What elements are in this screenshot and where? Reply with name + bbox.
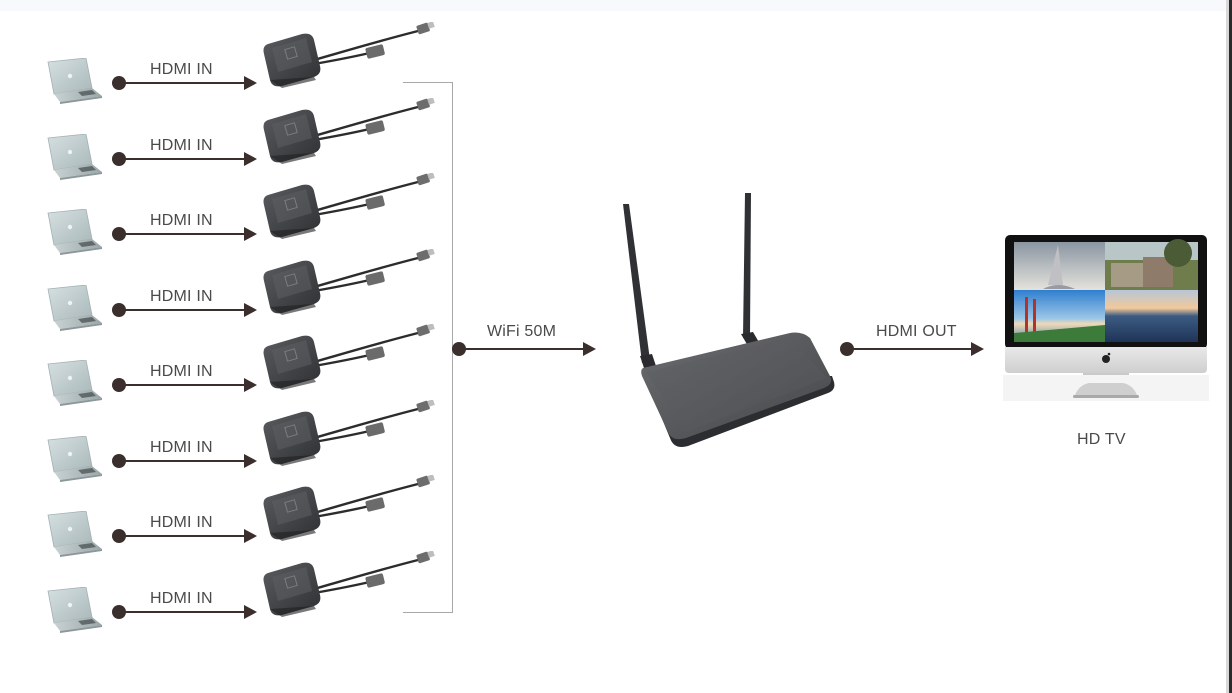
group-bracket-bottom: [403, 612, 453, 613]
right-edge-shadow: [1226, 0, 1229, 693]
laptop-icon: [47, 587, 103, 634]
arrow-origin-dot: [112, 454, 126, 468]
wireless-dongle-icon: [262, 551, 436, 619]
wireless-dongle-icon: [262, 324, 436, 392]
arrow-line: [120, 460, 245, 462]
wireless-dongle-icon: [262, 475, 436, 543]
wireless-dongle-icon: [262, 173, 436, 241]
arrow-head-icon: [244, 378, 257, 392]
arrow-head-icon: [244, 454, 257, 468]
hd-tv-monitor-icon: [1003, 235, 1209, 401]
arrow-head-icon: [244, 303, 257, 317]
group-bracket-top: [403, 82, 453, 83]
wireless-dongle-icon: [262, 400, 436, 468]
wireless-dongle-icon: [262, 249, 436, 317]
arrow-line: [120, 82, 245, 84]
source-row-5: HDMI IN: [0, 324, 450, 425]
arrow-line: [120, 384, 245, 386]
hdmi-in-label: HDMI IN: [150, 288, 213, 305]
arrow-origin-dot: [112, 378, 126, 392]
wireless-dongle-icon: [262, 22, 436, 90]
arrow-line: [120, 233, 245, 235]
arrow-origin-dot: [112, 76, 126, 90]
arrow-head-icon: [244, 151, 257, 166]
wifi-arrow-head-icon: [583, 342, 596, 356]
wifi-arrow-line: [460, 348, 584, 350]
source-row-3: HDMI IN: [0, 173, 450, 274]
source-row-1: HDMI IN: [0, 22, 450, 123]
arrow-origin-dot: [112, 303, 126, 317]
laptop-icon: [47, 58, 103, 105]
source-row-6: HDMI IN: [0, 400, 450, 501]
source-row-8: HDMI IN: [0, 551, 450, 652]
hdmi-out-origin-dot: [840, 342, 854, 356]
arrow-line: [120, 611, 245, 613]
arrow-head-icon: [244, 529, 257, 543]
screen-quadrant-4: [1105, 290, 1198, 342]
arrow-origin-dot: [112, 605, 126, 619]
hdmi-in-label: HDMI IN: [150, 61, 213, 78]
hdmi-in-label: HDMI IN: [150, 514, 213, 531]
arrow-head-icon: [244, 227, 257, 241]
arrow-origin-dot: [112, 151, 126, 166]
hd-tv-label: HD TV: [1077, 431, 1126, 448]
laptop-icon: [47, 360, 103, 407]
laptop-icon: [47, 436, 103, 483]
hdmi-out-arrow-line: [848, 348, 972, 350]
arrow-origin-dot: [112, 529, 126, 543]
wifi-link-label: WiFi 50M: [487, 323, 557, 340]
wifi-origin-dot: [452, 342, 466, 356]
arrow-head-icon: [244, 76, 257, 90]
laptop-icon: [47, 511, 103, 558]
hdmi-out-arrow-head-icon: [971, 342, 984, 356]
top-band: [0, 0, 1232, 11]
source-row-2: HDMI IN: [0, 97, 450, 199]
hdmi-in-label: HDMI IN: [150, 363, 213, 380]
arrow-line: [120, 535, 245, 537]
arrow-head-icon: [244, 605, 257, 619]
source-row-7: HDMI IN: [0, 475, 450, 576]
hdmi-in-label: HDMI IN: [150, 136, 213, 154]
laptop-icon: [47, 285, 103, 332]
laptop-icon: [47, 209, 103, 256]
right-edge-border: [1229, 0, 1232, 693]
arrow-origin-dot: [112, 227, 126, 241]
hdmi-in-label: HDMI IN: [150, 590, 213, 607]
hdmi-in-label: HDMI IN: [150, 212, 213, 229]
laptop-icon: [47, 133, 103, 180]
wireless-dongle-icon: [262, 97, 436, 165]
hdmi-out-label: HDMI OUT: [876, 323, 957, 340]
arrow-line: [120, 157, 245, 160]
wifi-receiver-router-icon: [623, 193, 835, 447]
arrow-line: [120, 309, 245, 311]
source-row-4: HDMI IN: [0, 249, 450, 350]
hdmi-in-label: HDMI IN: [150, 439, 213, 456]
